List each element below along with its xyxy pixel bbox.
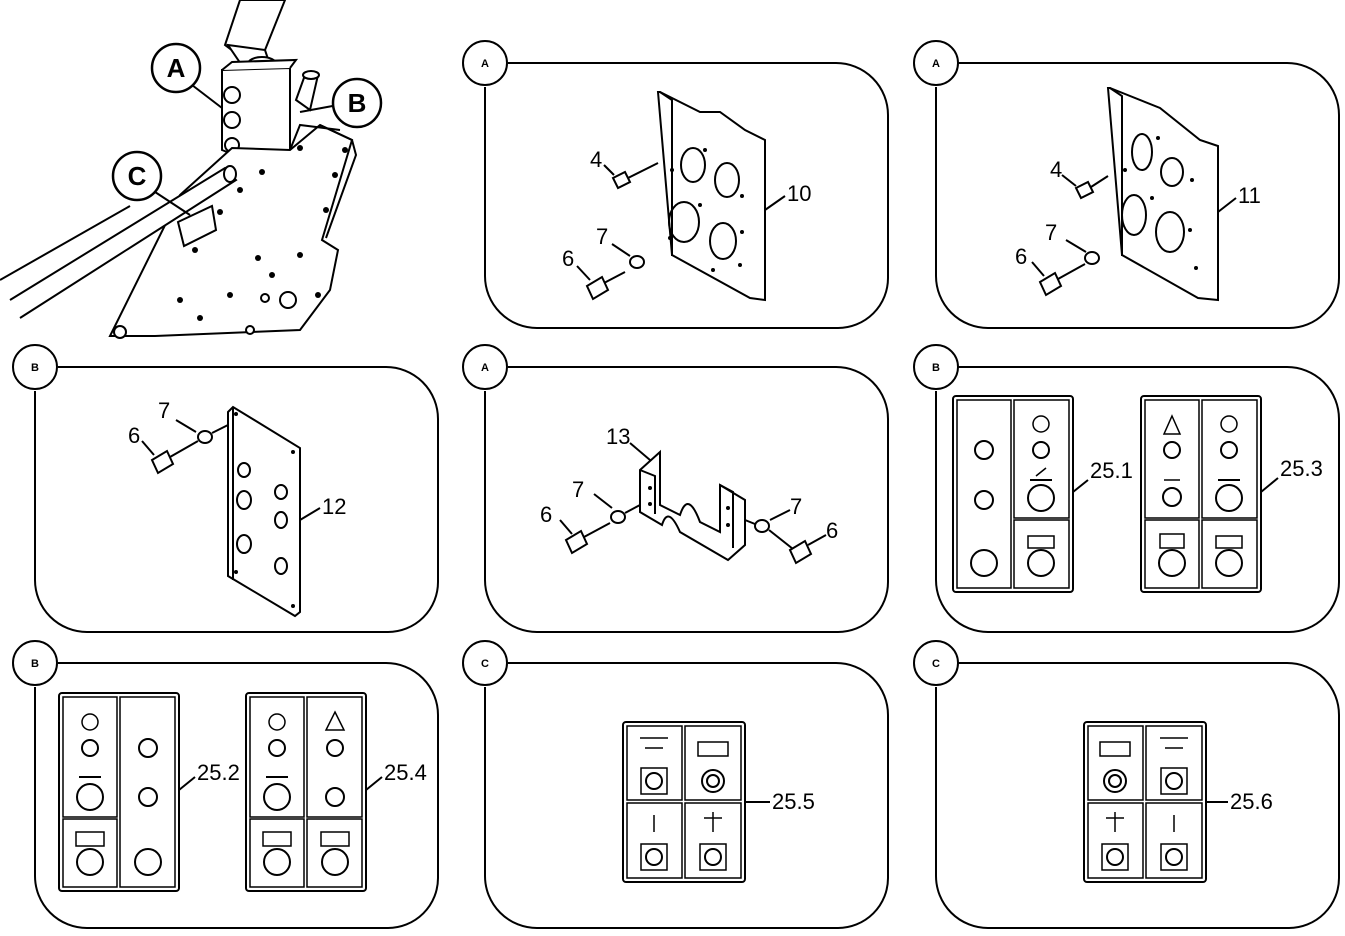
- callout-6b: 6: [826, 518, 838, 543]
- callout-25-6: 25.6: [1230, 789, 1273, 814]
- panel-badge: A: [932, 58, 940, 70]
- callout-7: 7: [572, 477, 584, 502]
- panel-badge: C: [481, 658, 489, 670]
- overview-label-b: B: [348, 88, 367, 118]
- callout-6: 6: [562, 246, 574, 271]
- callout-6: 6: [128, 423, 140, 448]
- callout-6: 6: [1015, 244, 1027, 269]
- callout-10: 10: [787, 181, 811, 206]
- panel-badge: B: [31, 658, 39, 670]
- callout-4: 4: [1050, 157, 1062, 182]
- callout-25-3: 25.3: [1280, 456, 1323, 481]
- panel-badge: A: [481, 362, 489, 374]
- callout-25-4: 25.4: [384, 760, 427, 785]
- panel-badge: B: [932, 362, 940, 374]
- callout-25-2: 25.2: [197, 760, 240, 785]
- callout-25-5: 25.5: [772, 789, 815, 814]
- callout-25-1: 25.1: [1090, 458, 1133, 483]
- panel-badge: C: [932, 658, 940, 670]
- callout-4: 4: [590, 147, 602, 172]
- panel-c-decal-25-5: C 25.5: [462, 640, 889, 929]
- callout-7b: 7: [790, 494, 802, 519]
- panel-a-bracket-10: A 4 7 6 10: [462, 40, 889, 329]
- panel-b-decals-25-2-25-4: B 25.2 25.4: [12, 640, 439, 929]
- overview-label-c: C: [128, 161, 147, 191]
- panel-badge: A: [481, 58, 489, 70]
- panel-c-decal-25-6: C 25.6: [913, 640, 1340, 929]
- callout-7: 7: [1045, 220, 1057, 245]
- panel-a-bracket-13: A 13 7 6 7 6: [462, 344, 889, 633]
- callout-13: 13: [606, 424, 630, 449]
- callout-7: 7: [596, 224, 608, 249]
- panel-b-plate-12: B 7 6 12: [12, 344, 439, 633]
- panel-badge: B: [31, 362, 39, 374]
- overview-label-a: A: [167, 53, 186, 83]
- callout-6: 6: [540, 502, 552, 527]
- machine-overview: A B C: [0, 0, 383, 339]
- panel-b-decals-25-1-25-3: B 25.1 25.3: [913, 344, 1340, 633]
- callout-7: 7: [158, 398, 170, 423]
- callout-12: 12: [322, 494, 346, 519]
- panel-a-bracket-11: A 4 7 6 11: [913, 40, 1340, 329]
- callout-11: 11: [1238, 183, 1261, 208]
